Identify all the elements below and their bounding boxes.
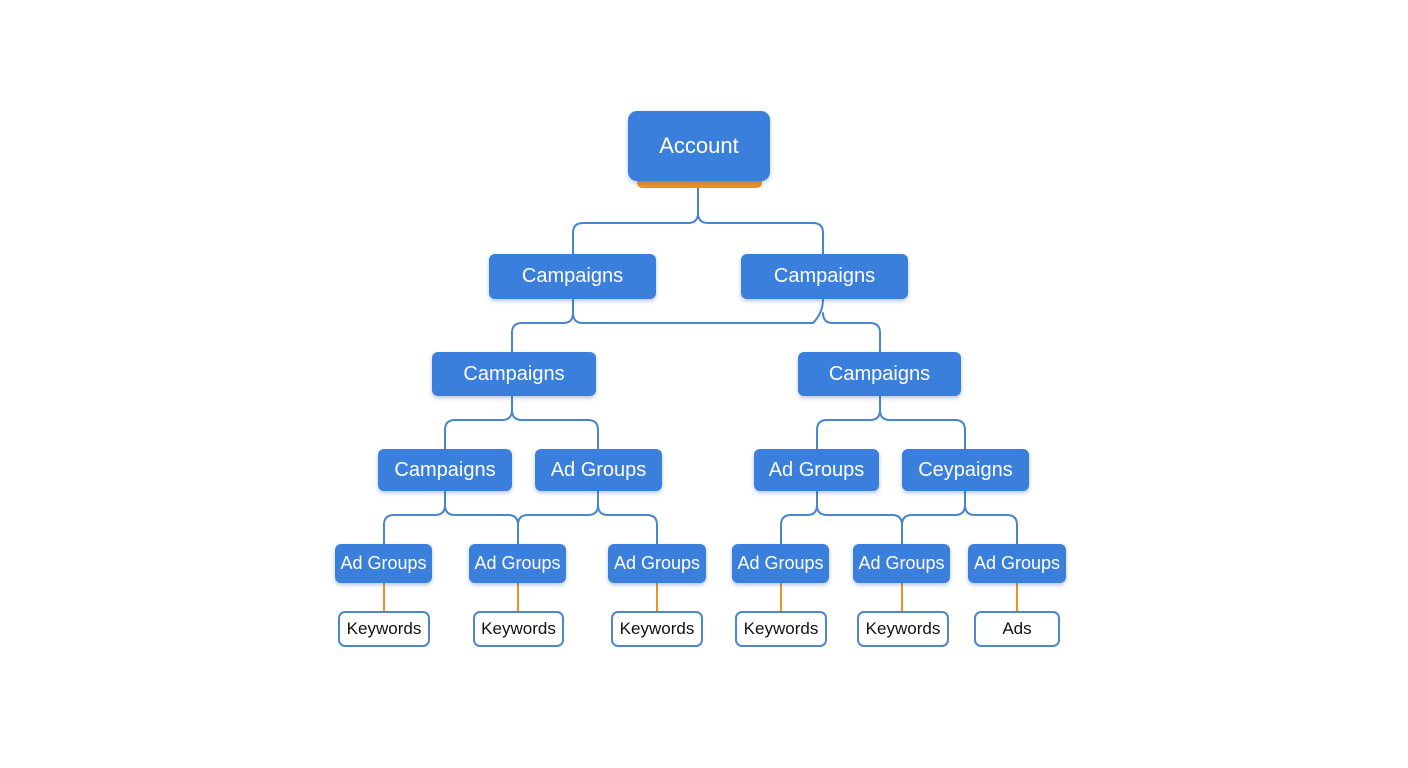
connector-ceypaigns-to-adgroups — [901, 490, 1018, 545]
keywords-leaf-1[interactable]: Keywords — [338, 611, 430, 647]
connector-campaigns-to-campaigns — [511, 298, 881, 353]
campaigns-node-l3[interactable]: Campaigns — [378, 449, 512, 491]
ad-groups-node-l4-2[interactable]: Ad Groups — [469, 544, 566, 583]
account-node[interactable]: Account — [628, 111, 770, 181]
keywords-leaf-2[interactable]: Keywords — [473, 611, 564, 647]
connector-adgroups-to-adgroups-right — [780, 490, 903, 545]
connector-account-to-campaigns — [572, 187, 824, 255]
connector-adgroups-to-adgroups-left — [517, 490, 658, 545]
keywords-leaf-4[interactable]: Keywords — [735, 611, 827, 647]
ad-groups-node-l4-6[interactable]: Ad Groups — [968, 544, 1066, 583]
ad-groups-node-l3-right[interactable]: Ad Groups — [754, 449, 879, 491]
campaigns-node-l1-left[interactable]: Campaigns — [489, 254, 656, 299]
keywords-leaf-3[interactable]: Keywords — [611, 611, 703, 647]
ad-groups-node-l3-left[interactable]: Ad Groups — [535, 449, 662, 491]
ceypaigns-node-l3[interactable]: Ceypaigns — [902, 449, 1029, 491]
keywords-leaf-5[interactable]: Keywords — [857, 611, 949, 647]
connector-right-branch — [816, 395, 966, 450]
connector-left-branch — [444, 395, 599, 450]
ad-groups-node-l4-5[interactable]: Ad Groups — [853, 544, 950, 583]
ad-groups-node-l4-3[interactable]: Ad Groups — [608, 544, 706, 583]
ad-groups-node-l4-4[interactable]: Ad Groups — [732, 544, 829, 583]
account-accent-bar — [637, 180, 762, 188]
campaigns-node-l2-right[interactable]: Campaigns — [798, 352, 961, 396]
connector-campaigns-to-adgroups-left — [383, 490, 519, 545]
campaigns-node-l2-left[interactable]: Campaigns — [432, 352, 596, 396]
ad-groups-node-l4-1[interactable]: Ad Groups — [335, 544, 432, 583]
ads-leaf[interactable]: Ads — [974, 611, 1060, 647]
campaigns-node-l1-right[interactable]: Campaigns — [741, 254, 908, 299]
